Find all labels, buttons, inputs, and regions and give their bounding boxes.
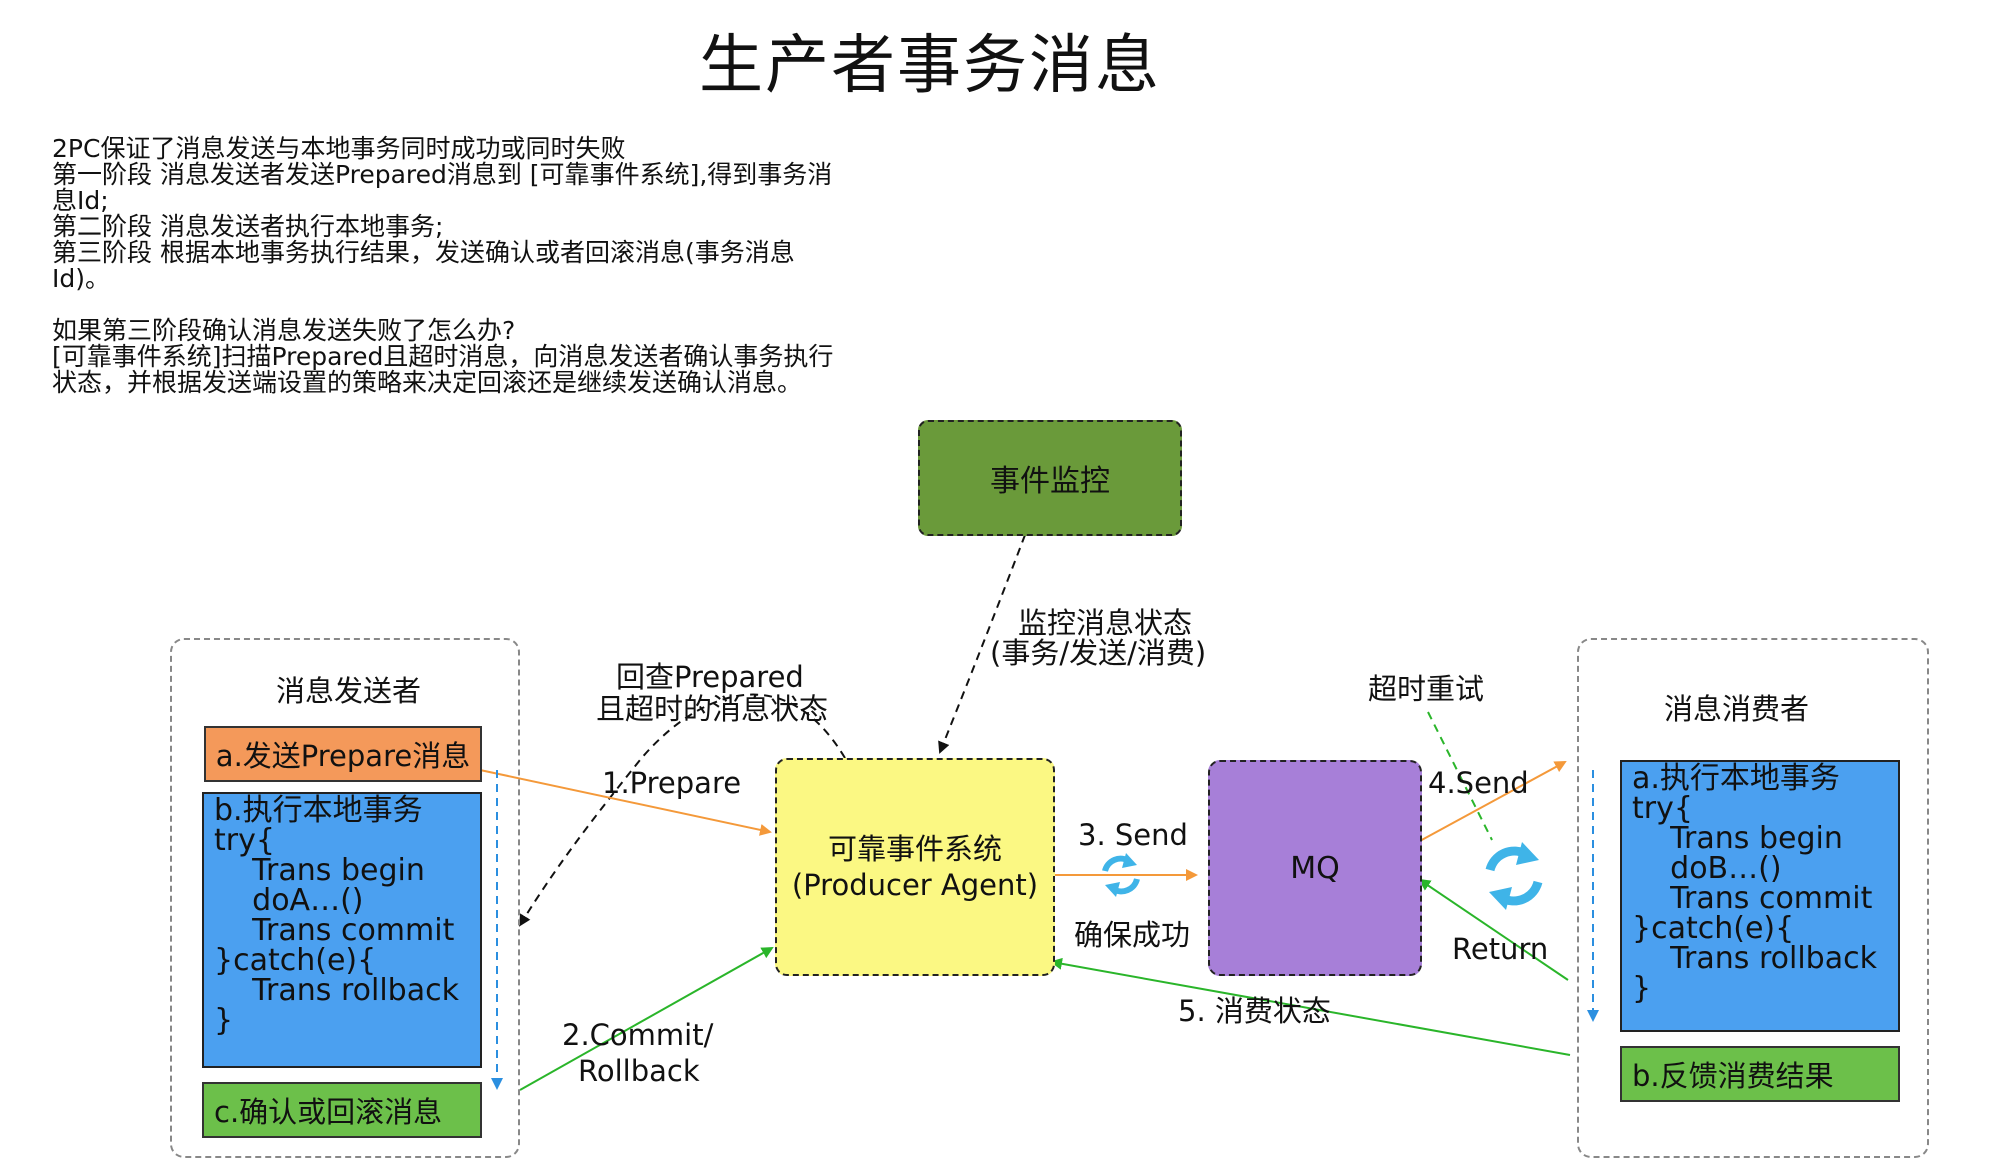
description-line: 第三阶段 根据本地事务执行结果，发送确认或者回滚消息(事务消息 xyxy=(52,238,795,267)
monitor-status-label-2: (事务/发送/消费) xyxy=(990,636,1207,670)
commit-label-2: Rollback xyxy=(578,1054,700,1088)
page-title: 生产者事务消息 xyxy=(699,29,1161,103)
return-arrow xyxy=(1418,878,1569,981)
retry-cycle-icon xyxy=(1485,842,1543,910)
prepare-label: 1.Prepare xyxy=(602,766,742,800)
sender-local-transaction[interactable]: b.执行本地事务 try{ Trans begin doA…() Trans c… xyxy=(202,792,482,1068)
description: 2PC保证了消息发送与本地事务同时成功或同时失败 第一阶段 消息发送者发送Pre… xyxy=(52,136,902,396)
reliable-label-line1: 可靠事件系统 xyxy=(827,832,1002,866)
retry-arrow xyxy=(1427,711,1493,841)
return-label: Return xyxy=(1452,932,1549,966)
consumer-local-transaction[interactable]: a.执行本地事务 try{ Trans begin doB…() Trans c… xyxy=(1620,760,1900,1032)
prepare-arrow xyxy=(479,769,772,836)
consume-status-arrow xyxy=(1050,957,1571,1056)
description-line: [可靠事件系统]扫描Prepared且超时消息，向消息发送者确认事务执行 xyxy=(52,342,834,371)
monitor-arrow xyxy=(938,534,1026,754)
check-prepared-label-2: 且超时的消息状态 xyxy=(596,692,829,726)
confirm-rollback-label: c.确认或回滚消息 xyxy=(214,1095,443,1129)
description-line: Id)。 xyxy=(52,264,110,293)
send-prepare-step[interactable]: a.发送Prepare消息 xyxy=(204,726,482,782)
ensure-success-label: 确保成功 xyxy=(1074,918,1191,952)
description-line: 2PC保证了消息发送与本地事务同时成功或同时失败 xyxy=(52,134,626,163)
send3-label: 3. Send xyxy=(1078,818,1188,852)
sender-title: 消息发送者 xyxy=(276,674,422,708)
feedback-result-step[interactable]: b.反馈消费结果 xyxy=(1620,1046,1900,1102)
description-line: 第一阶段 消息发送者发送Prepared消息到 [可靠事件系统],得到事务消 xyxy=(52,160,833,189)
consumer-title: 消息消费者 xyxy=(1664,692,1810,726)
mq-node[interactable]: MQ xyxy=(1208,760,1422,976)
sender-panel xyxy=(170,638,520,1158)
confirm-rollback-step[interactable]: c.确认或回滚消息 xyxy=(202,1082,482,1138)
reliable-label-line2: (Producer Agent) xyxy=(791,868,1039,902)
event-monitor-node[interactable]: 事件监控 xyxy=(918,420,1182,536)
description-line: 如果第三阶段确认消息发送失败了怎么办? xyxy=(52,316,516,345)
check-prepared-label-1: 回查Prepared xyxy=(616,660,804,694)
consumer-panel xyxy=(1577,638,1929,1158)
reliable-event-system-node[interactable]: 可靠事件系统 (Producer Agent) xyxy=(775,758,1055,976)
description-line: 状态，并根据发送端设置的策略来决定回滚还是继续发送确认消息。 xyxy=(52,368,803,397)
mq-label: MQ xyxy=(1290,850,1340,886)
commit-label-1: 2.Commit/ xyxy=(562,1018,714,1052)
send4-label: 4.Send xyxy=(1428,766,1529,800)
consume-status-label: 5. 消费状态 xyxy=(1178,994,1331,1028)
send4-arrow xyxy=(1417,761,1567,843)
retry-label: 超时重试 xyxy=(1368,672,1485,706)
event-monitor-label: 事件监控 xyxy=(990,464,1110,499)
description-line: 第二阶段 消息发送者执行本地事务; xyxy=(52,212,444,241)
feedback-result-label: b.反馈消费结果 xyxy=(1632,1059,1834,1093)
description-line: 息Id; xyxy=(52,186,109,215)
cycle-icon xyxy=(1102,853,1140,897)
monitor-status-label-1: 监控消息状态 xyxy=(1018,606,1193,640)
commit-arrow xyxy=(519,947,774,1091)
send-prepare-label: a.发送Prepare消息 xyxy=(215,739,471,773)
check-back-arrow xyxy=(518,693,846,927)
